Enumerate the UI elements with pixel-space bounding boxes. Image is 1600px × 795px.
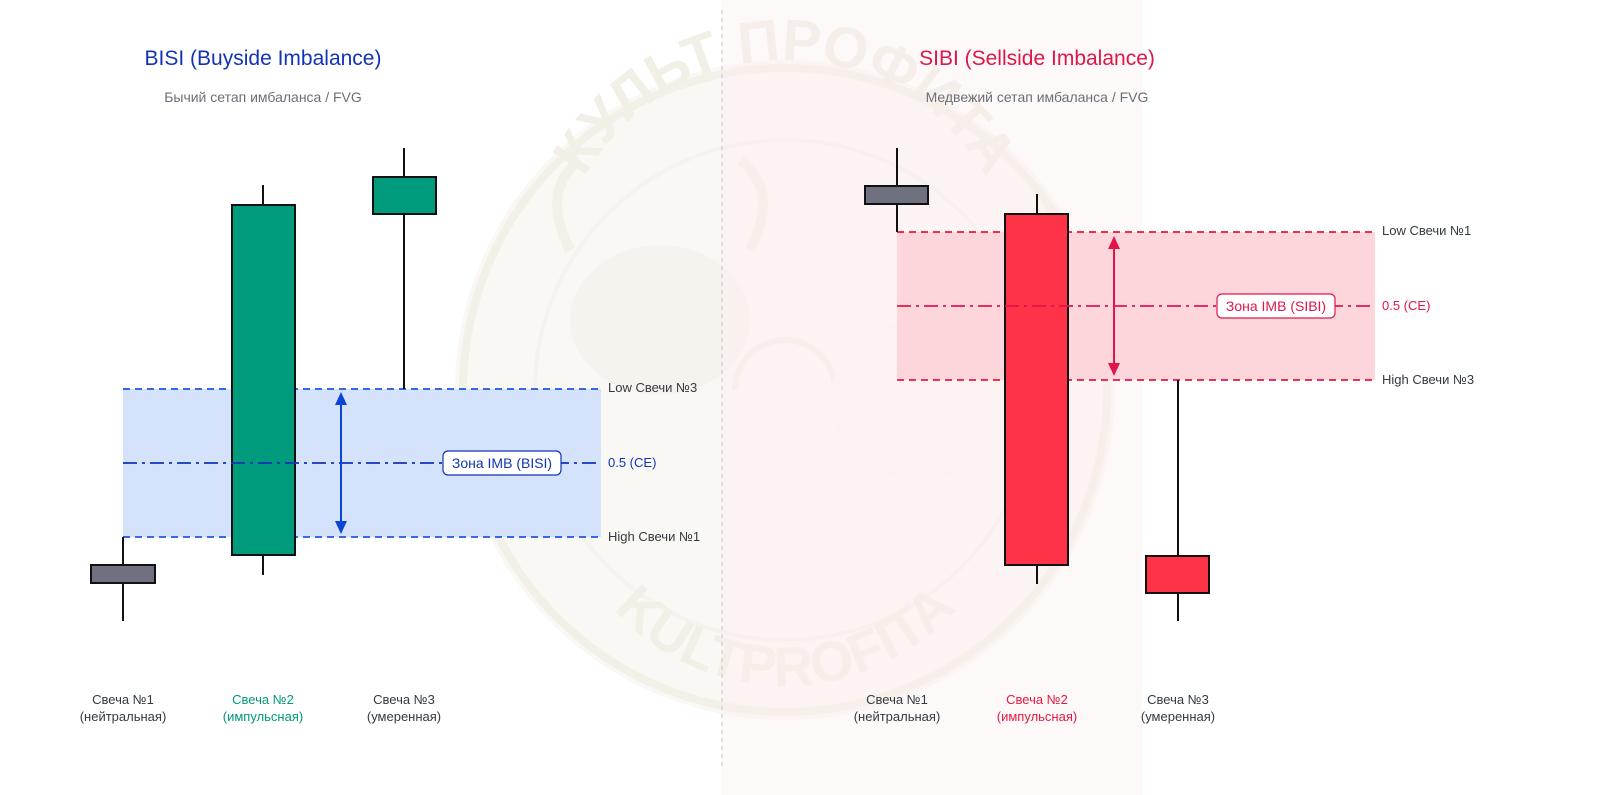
sibi-candle-2-desc: (импульсная) <box>997 709 1077 724</box>
sibi-candle-3-desc: (умеренная) <box>1141 709 1215 724</box>
bisi-zone-label: Зона IMB (BISI) <box>452 455 552 471</box>
sibi-candle-3 <box>1145 380 1210 621</box>
sibi-title: SIBI (Sellside Imbalance) <box>919 47 1155 70</box>
bisi-candle-3-name: Свеча №3 <box>373 692 435 707</box>
bisi-level-top-label: Low Свечи №3 <box>608 380 697 395</box>
sibi-subtitle: Медвежий сетап имбаланса / FVG <box>926 89 1149 105</box>
bisi-candle-3 <box>372 148 437 389</box>
sibi-candle-1-desc: (нейтральная) <box>854 709 941 724</box>
bisi-level-mid-label: 0.5 (CE) <box>608 455 656 470</box>
sibi-zone-label: Зона IMB (SIBI) <box>1226 298 1326 314</box>
bisi-candle-2-desc: (импульсная) <box>223 709 303 724</box>
bisi-zone-label-box <box>442 450 562 476</box>
bisi-candle-1-name: Свеча №1 <box>92 692 154 707</box>
bisi-candle-2 <box>231 185 296 575</box>
bisi-candle-1 <box>90 537 156 621</box>
sibi-zone-label-box <box>1216 293 1336 319</box>
bisi-panel: BISI (Buyside Imbalance) Бычий сетап имб… <box>80 47 700 724</box>
bisi-subtitle: Бычий сетап имбаланса / FVG <box>164 89 362 105</box>
sibi-candle-2 <box>1004 194 1069 584</box>
sibi-level-bottom-label: High Свечи №3 <box>1382 372 1474 387</box>
sibi-candle-2-name: Свеча №2 <box>1006 692 1068 707</box>
right-half-tint <box>722 0 1142 795</box>
sibi-level-top-label: Low Свечи №1 <box>1382 223 1471 238</box>
sibi-candle-1-name: Свеча №1 <box>866 692 928 707</box>
sibi-level-mid-label: 0.5 (CE) <box>1382 298 1430 313</box>
bisi-candle-1-desc: (нейтральная) <box>80 709 167 724</box>
bisi-zone-arrow <box>335 392 347 534</box>
bisi-title: BISI (Buyside Imbalance) <box>145 47 382 70</box>
bisi-level-bottom-label: High Свечи №1 <box>608 529 700 544</box>
sibi-candle-1 <box>864 148 929 232</box>
sibi-zone-arrow <box>1108 236 1120 376</box>
sibi-panel: SIBI (Sellside Imbalance) Медвежий сетап… <box>854 47 1474 724</box>
sibi-candle-3-name: Свеча №3 <box>1147 692 1209 707</box>
bisi-candle-3-desc: (умеренная) <box>367 709 441 724</box>
bisi-candle-2-name: Свеча №2 <box>232 692 294 707</box>
